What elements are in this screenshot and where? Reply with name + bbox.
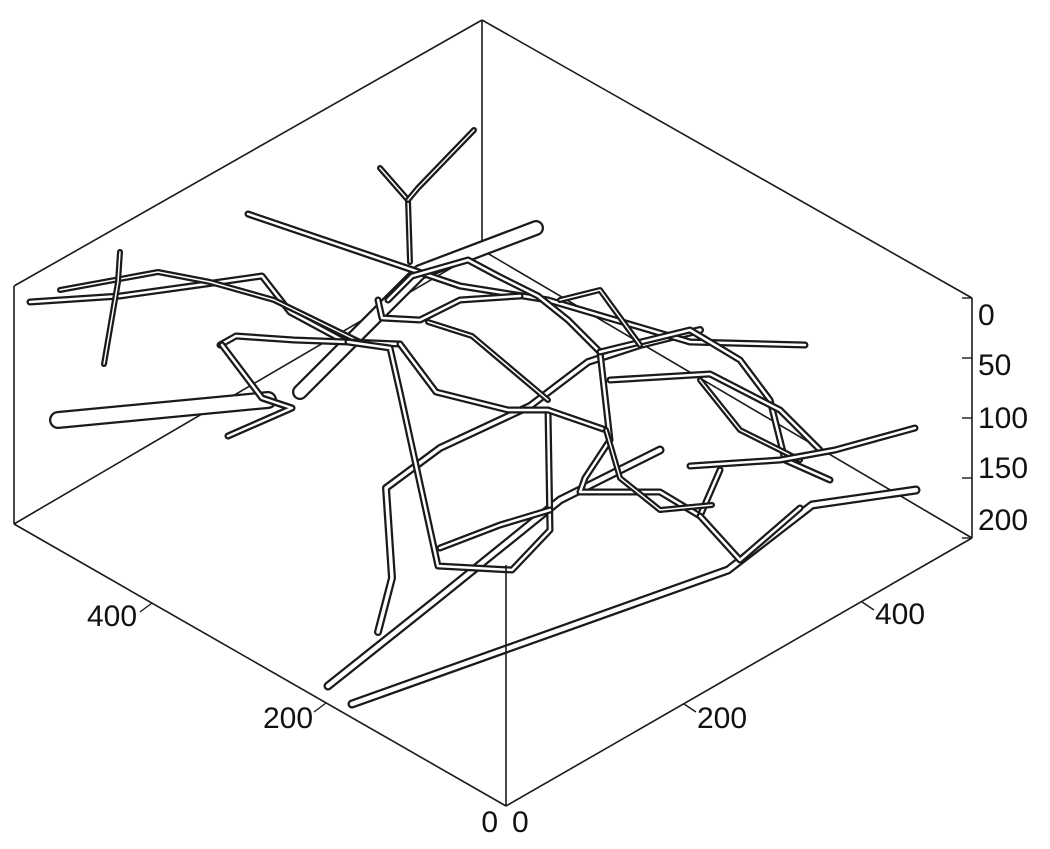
left-axis-tick-label: 0 xyxy=(481,806,498,839)
box-edge-bottom-right xyxy=(505,537,973,807)
box-edge-bottom-left xyxy=(13,523,507,807)
depth-axis-tick-label: 150 xyxy=(978,452,1028,485)
vessel-segment-fill xyxy=(598,328,832,482)
vessel-segment-fill xyxy=(220,343,294,438)
vessel-segment-fill xyxy=(559,289,641,346)
vessel-segment-fill xyxy=(103,251,121,365)
tick-labels: 0 200 400 0 200 400 0 50 100 150 200 xyxy=(87,299,1028,839)
tick-right-400 xyxy=(861,601,875,611)
right-axis-tick-label: 200 xyxy=(697,702,747,735)
vessel-segment-outline xyxy=(606,370,824,454)
depth-axis-tick-label: 200 xyxy=(978,504,1028,537)
bounding-box-front xyxy=(13,286,973,807)
vessel-segment-fill xyxy=(28,274,344,342)
vessel-segment-fill xyxy=(605,429,713,511)
tick-marks xyxy=(139,297,972,713)
tick-right-200 xyxy=(683,703,697,713)
vessel-segment-fill xyxy=(59,271,361,343)
depth-axis-tick-label: 50 xyxy=(978,349,1011,382)
right-axis-tick-label: 400 xyxy=(875,598,925,631)
vessel-segment-fill xyxy=(346,340,552,572)
tick-left-200 xyxy=(313,702,327,713)
vessel-network xyxy=(26,127,921,709)
vessel-segment-fill xyxy=(438,508,552,550)
vessel-segment-fill xyxy=(608,372,822,452)
vessel-segment-fill xyxy=(699,379,801,461)
vessel-segment-fill xyxy=(376,294,522,322)
box-edge-back-left xyxy=(13,19,483,287)
depth-axis-tick-label: 100 xyxy=(978,402,1028,435)
left-axis-tick-label: 200 xyxy=(263,702,313,735)
vessel-segment-fill xyxy=(688,426,917,468)
left-axis-tick-label: 400 xyxy=(87,600,137,633)
right-axis-tick-label: 0 xyxy=(512,806,529,839)
vessel-segment-outline xyxy=(425,319,551,403)
vessel-segment-fill xyxy=(51,393,275,427)
tick-left-400 xyxy=(139,602,153,613)
vessel-segment-fill xyxy=(325,447,663,689)
vessel-segment-fill xyxy=(427,321,549,401)
box-edge-back-right xyxy=(481,19,973,299)
bounding-box-back xyxy=(13,19,973,539)
vessel-segment-fill xyxy=(407,129,475,201)
vessel-segment-fill xyxy=(398,342,608,432)
vessel-segment-fill xyxy=(386,258,602,354)
vessel-segment-outline xyxy=(377,165,413,265)
depth-axis-tick-label: 0 xyxy=(978,299,995,332)
vessel-segment-fill xyxy=(698,506,802,562)
